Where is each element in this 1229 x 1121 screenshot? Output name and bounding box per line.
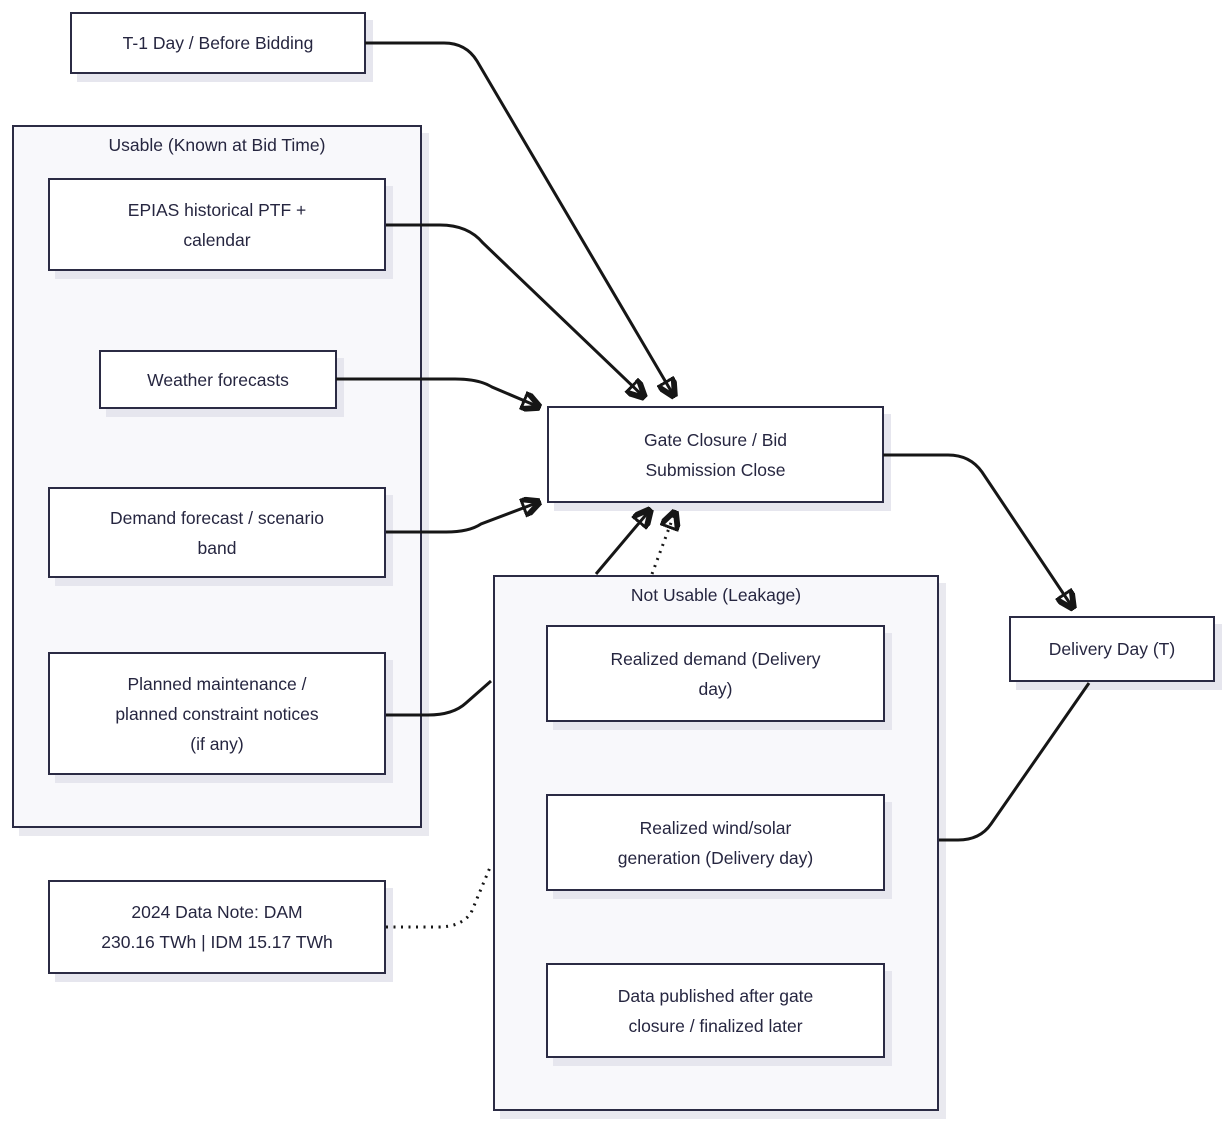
edge-delivery-to-notusable: [939, 682, 1091, 842]
node-delivery-day-label: Delivery Day (T): [1048, 639, 1176, 659]
node-realized-wind-solar: Realized wind/solar generation (Delivery…: [546, 794, 885, 891]
edge-epias-to-gate: [386, 223, 644, 397]
node-t1-day-label: T-1 Day / Before Bidding: [122, 33, 314, 53]
node-data-published-label: Data published after gate closure / fina…: [617, 985, 814, 1036]
node-demand-forecast: Demand forecast / scenario band: [48, 487, 386, 578]
node-realized-demand: Realized demand (Delivery day): [546, 625, 885, 722]
node-delivery-day: Delivery Day (T): [1009, 616, 1215, 682]
node-gate-closure: Gate Closure / Bid Submission Close: [547, 406, 884, 503]
node-planned-maintenance: Planned maintenance / planned constraint…: [48, 652, 386, 775]
node-planned-maintenance-label: Planned maintenance / planned constraint…: [115, 673, 319, 754]
node-demand-forecast-label: Demand forecast / scenario band: [110, 507, 324, 558]
node-data-note-label: 2024 Data Note: DAM 230.16 TWh | IDM 15.…: [101, 902, 333, 952]
node-epias-historical-ptf: EPIAS historical PTF + calendar: [48, 178, 386, 271]
node-weather-label: Weather forecasts: [147, 369, 289, 390]
edge-notusable-to-gate-solid: [594, 510, 650, 575]
node-t1-day-before-bidding: T-1 Day / Before Bidding: [70, 12, 366, 74]
edge-note-to-notusable: [386, 864, 493, 929]
node-realized-demand-label: Realized demand (Delivery day): [610, 648, 821, 699]
group-usable-title: Usable (Known at Bid Time): [108, 135, 326, 155]
group-not-usable-title: Not Usable (Leakage): [630, 585, 802, 605]
node-epias-label: EPIAS historical PTF + calendar: [127, 199, 307, 250]
node-2024-data-note: 2024 Data Note: DAM 230.16 TWh | IDM 15.…: [48, 880, 386, 974]
node-realized-wind-solar-label: Realized wind/solar generation (Delivery…: [617, 817, 814, 868]
node-weather-forecasts: Weather forecasts: [99, 350, 337, 409]
edge-notusable-to-gate-dotted: [650, 512, 675, 575]
node-data-published-after-gate: Data published after gate closure / fina…: [546, 963, 885, 1058]
node-gate-closure-label: Gate Closure / Bid Submission Close: [644, 429, 787, 480]
